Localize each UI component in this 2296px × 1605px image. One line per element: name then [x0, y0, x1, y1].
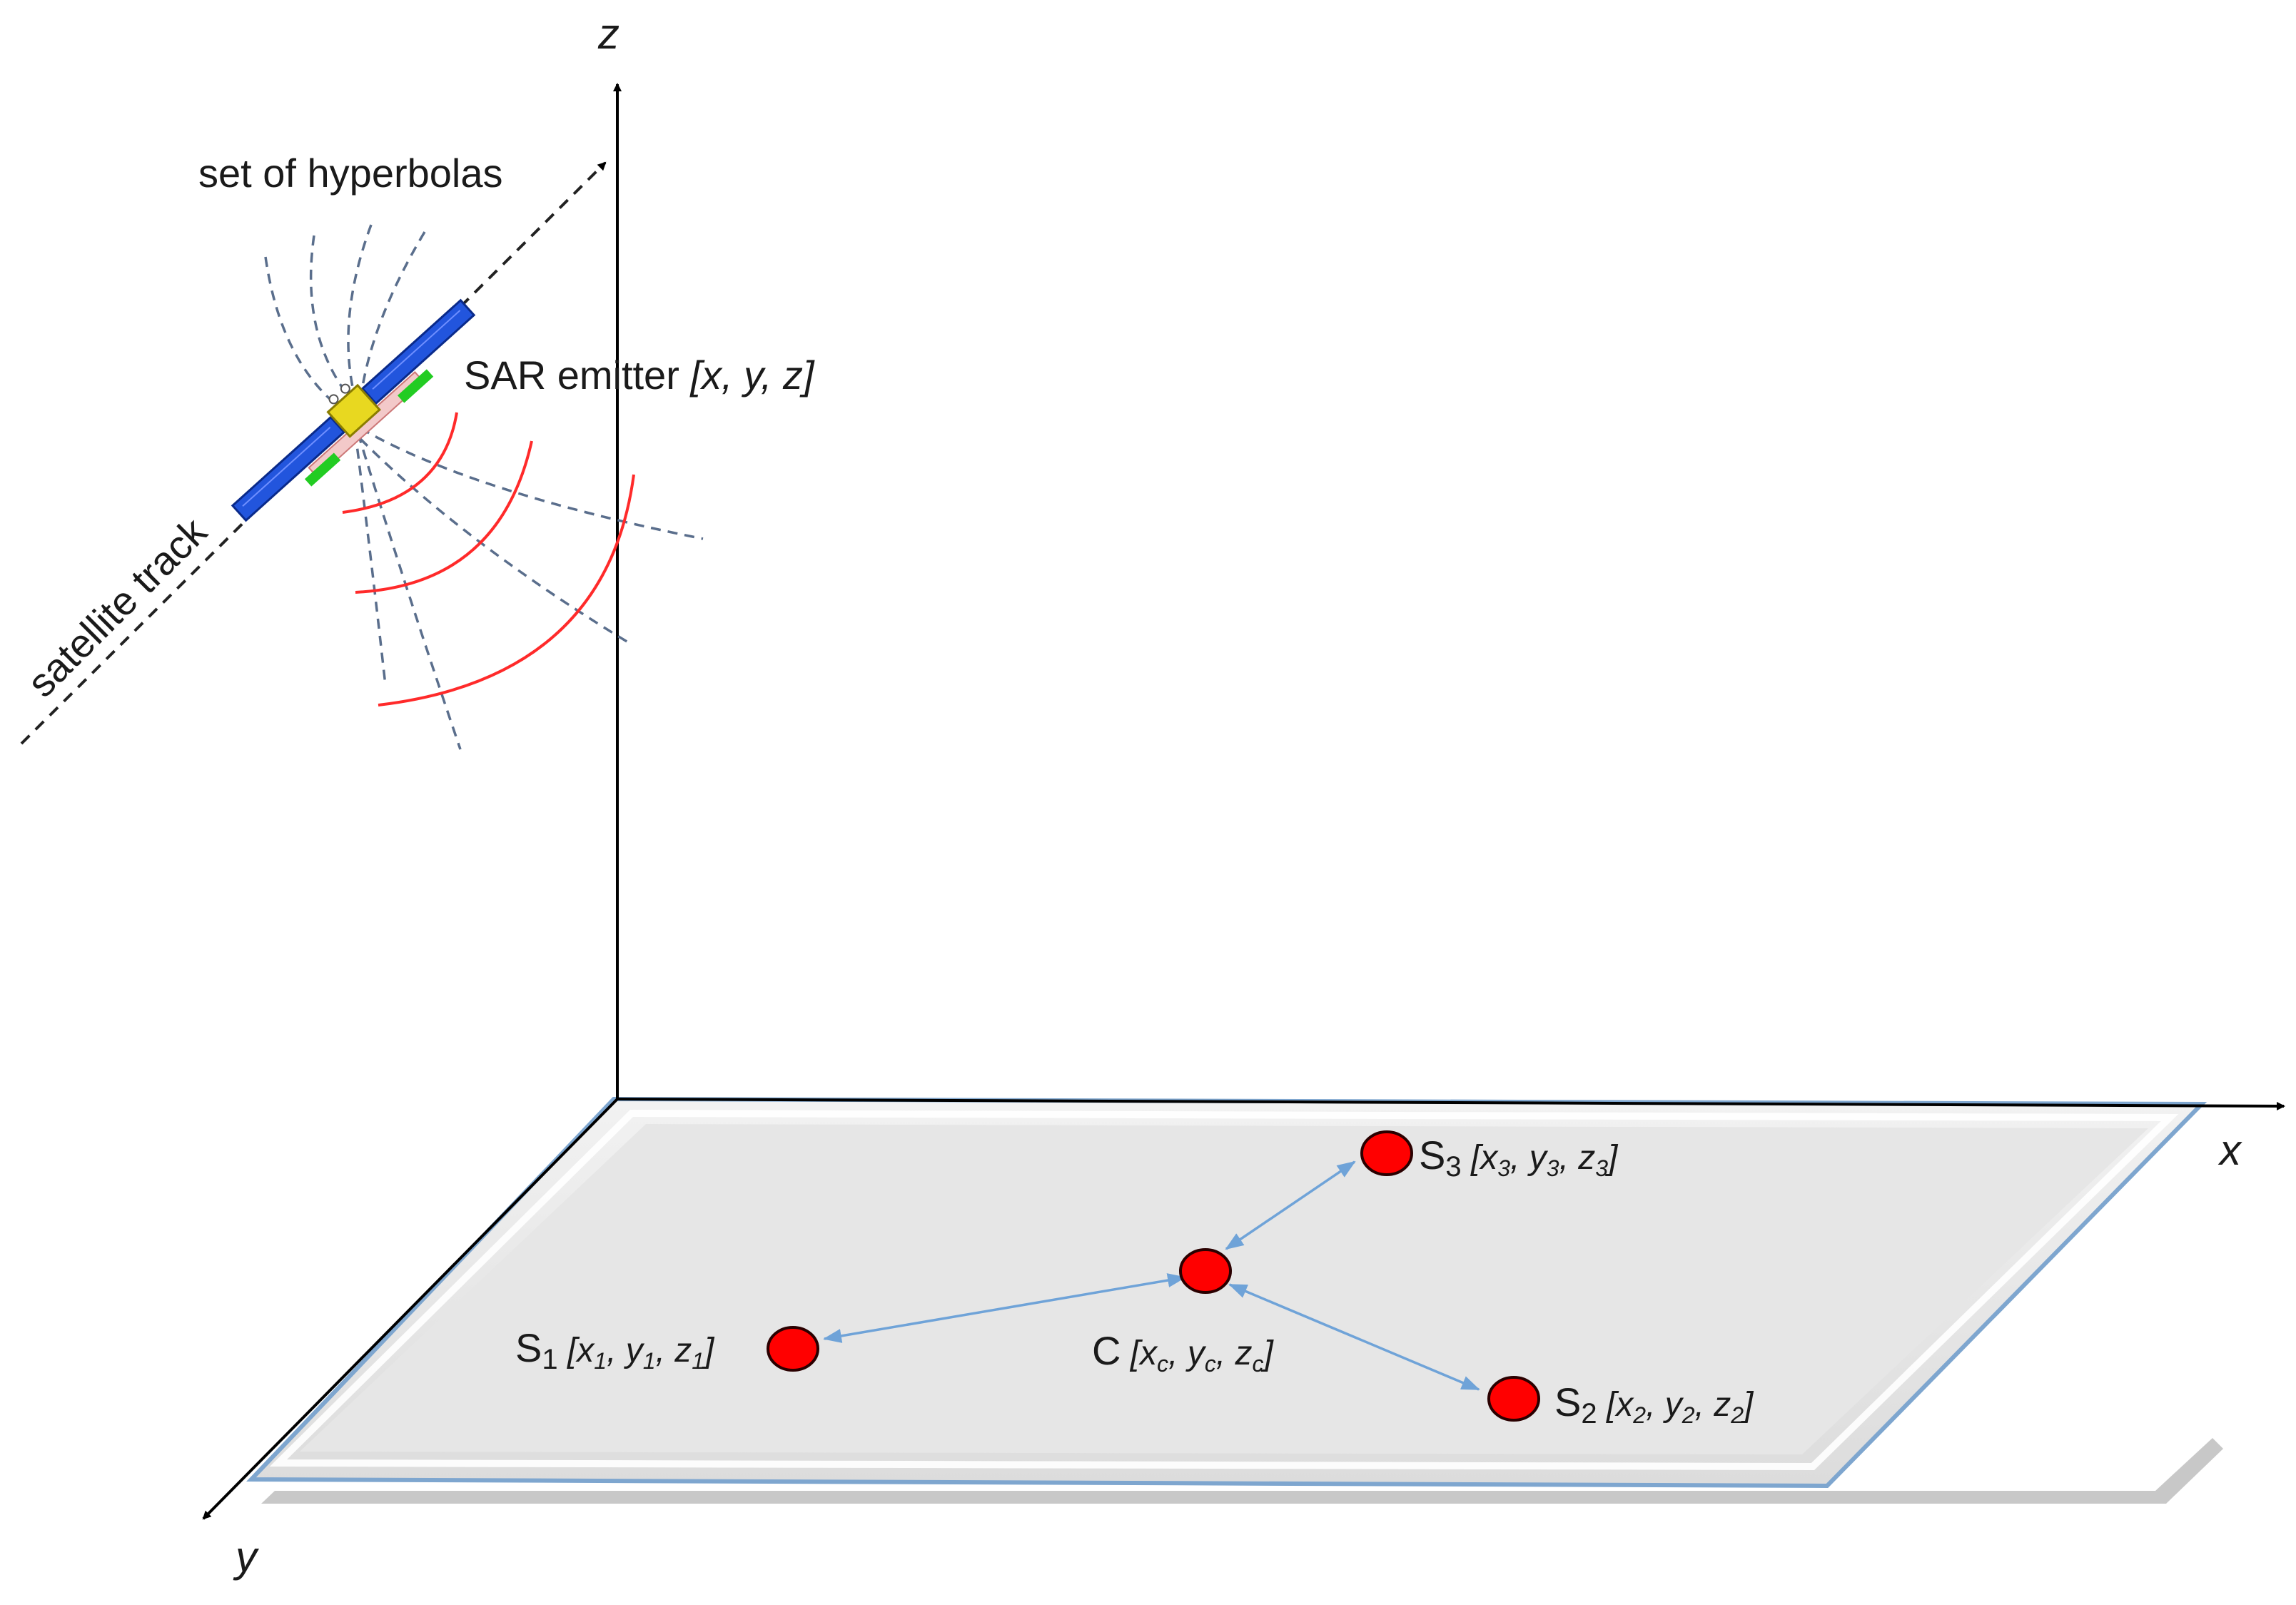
- station-s1-marker: [767, 1326, 819, 1372]
- station-c-marker: [1179, 1248, 1232, 1294]
- station-s1-label: S1 [x1, y1, z1]: [515, 1325, 715, 1375]
- hyperbolas: [264, 224, 704, 750]
- station-s3-marker: [1360, 1130, 1413, 1176]
- station-s2-marker: [1487, 1376, 1540, 1422]
- satellite-track-label: satellite track: [19, 508, 216, 705]
- link-c-s1: [823, 1273, 1186, 1343]
- satellite-icon: [231, 298, 476, 522]
- x-axis: [617, 1098, 2285, 1110]
- station-c-label: C [xc, yc, zc]: [1092, 1328, 1274, 1377]
- solar-panel-lower: [231, 415, 346, 522]
- axes: z x y: [202, 10, 2285, 1581]
- wavefronts: [342, 412, 635, 707]
- sar-emitter-label: SAR emitter [x, y, z]: [464, 353, 815, 398]
- station-links: [823, 1160, 1480, 1391]
- station-s2-label: S2 [x2, y2, z2]: [1554, 1379, 1754, 1429]
- green-panel-upper: [397, 369, 434, 403]
- solar-panel-upper: [360, 298, 476, 405]
- stations: [767, 1130, 1540, 1422]
- green-panel-lower: [304, 452, 341, 487]
- link-c-s2: [1228, 1283, 1480, 1391]
- x-axis-label: x: [2217, 1126, 2242, 1174]
- ground-plane: [246, 1096, 2223, 1504]
- satellite-body: [326, 383, 381, 438]
- hyperbolas-label: set of hyperbolas: [198, 151, 502, 196]
- y-axis: [202, 1098, 619, 1520]
- z-axis-label: z: [597, 10, 619, 58]
- station-s3-label: S3 [x3, y3, z3]: [1419, 1133, 1619, 1183]
- link-c-s3: [1225, 1160, 1356, 1250]
- y-axis-label: y: [233, 1533, 260, 1581]
